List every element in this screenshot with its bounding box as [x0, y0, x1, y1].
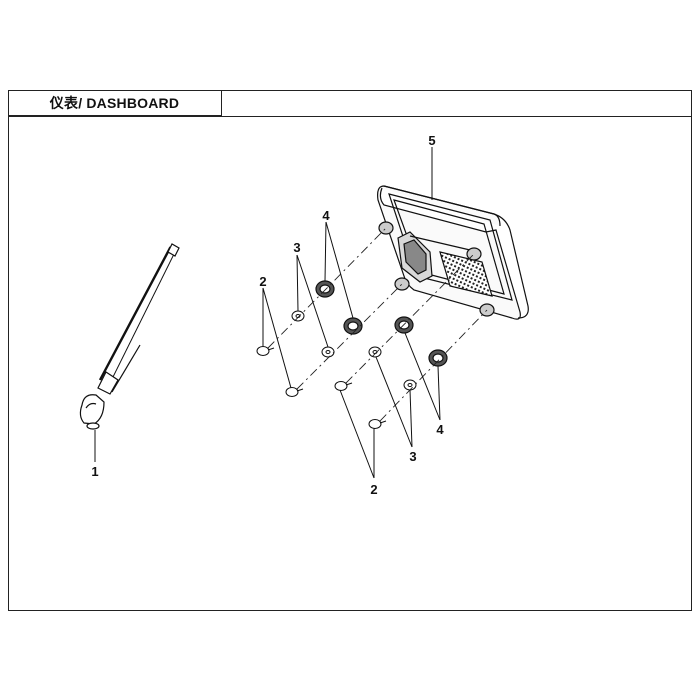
title-rule	[8, 116, 692, 117]
part-1-cable-outer	[98, 246, 177, 381]
callout-4a: 4	[322, 208, 330, 223]
leader-3a-2	[296, 254, 329, 348]
leader-4b-2	[437, 365, 441, 421]
callout-3b: 3	[409, 449, 416, 464]
part-2-screws	[256, 346, 387, 429]
axis-2	[296, 283, 403, 390]
meter-grille	[439, 251, 493, 297]
part-1-cable-inner	[109, 249, 177, 384]
part-1-sleeve	[97, 371, 119, 395]
leader-lines	[94, 147, 441, 479]
meter-stud-1	[378, 221, 394, 235]
leader-3a-1	[296, 254, 299, 312]
part-1-sensor-tip	[86, 422, 100, 430]
meter-rim	[383, 185, 529, 319]
grommet-2	[343, 317, 363, 335]
part-5-dashboard-meter	[377, 185, 529, 320]
part-1-sensor-detail	[85, 402, 97, 409]
screw-1	[256, 346, 275, 356]
callout-2b: 2	[370, 482, 377, 497]
meter-stud-2	[466, 247, 482, 261]
meter-rib	[409, 235, 471, 251]
leader-4b-1	[404, 332, 441, 421]
leader-3b-2	[409, 389, 413, 448]
screw-3	[334, 381, 353, 391]
part-1-sensor-body	[79, 394, 105, 425]
drawing-frame	[8, 90, 692, 611]
callout-5: 5	[428, 133, 435, 148]
part-1-sensor-cable	[79, 243, 180, 430]
assembly-axes	[267, 227, 488, 422]
callout-3a: 3	[293, 240, 300, 255]
washer-3	[368, 346, 382, 358]
screw-4	[368, 419, 387, 429]
leader-2b-1	[339, 389, 375, 479]
grommet-4	[428, 349, 448, 367]
leader-3b-1	[375, 356, 413, 448]
meter-connector-pins	[403, 239, 427, 275]
callout-2a: 2	[259, 274, 266, 289]
diagram-title: 仪表/ DASHBOARD	[49, 94, 180, 111]
axis-4	[379, 309, 488, 422]
callout-4b: 4	[436, 422, 444, 437]
meter-stud-3	[394, 277, 410, 291]
callouts: 1 2 2 3 3 4 4 5	[91, 133, 444, 497]
screw-2	[285, 387, 304, 397]
washer-2	[321, 346, 335, 358]
callout-1: 1	[91, 464, 98, 479]
part-1-cable-tip	[167, 243, 180, 257]
axis-1	[267, 227, 387, 349]
leader-4a-1	[324, 221, 327, 282]
leader-2a-2	[262, 287, 292, 389]
axis-3	[345, 253, 475, 384]
part-1-wire	[111, 344, 141, 393]
title-block: 仪表/ DASHBOARD	[8, 90, 222, 116]
leader-4a-2	[325, 221, 354, 319]
washer-1	[291, 310, 305, 322]
part-4-grommets	[315, 280, 448, 367]
part-3-washers	[291, 310, 417, 391]
washer-4	[403, 379, 417, 391]
